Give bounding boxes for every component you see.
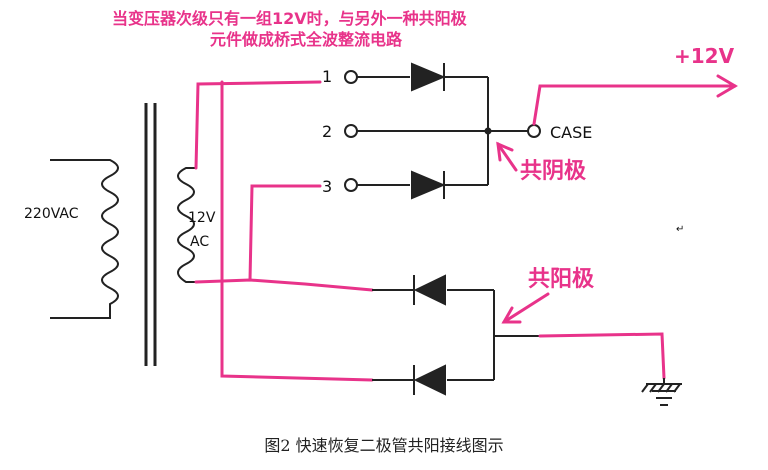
input-voltage-label: 220VAC [24, 206, 79, 222]
cursor-mark: ↵ [676, 224, 684, 235]
diode-3 [411, 170, 446, 200]
common-anode-label: 共阳极 [528, 267, 595, 292]
circuit-diagram: 当变压器次级只有一组12V时，与另外一种共阳极 元件做成桥式全波整流电路 220… [24, 9, 738, 406]
secondary-voltage-label: 12V [188, 210, 216, 226]
secondary-highlight-wires [194, 80, 374, 382]
junction-dot [484, 127, 492, 135]
case-terminal [527, 124, 541, 138]
figure-caption: 图2 快速恢复二极管共阳接线图示 [264, 436, 504, 455]
pin2-label: 2 [322, 122, 332, 141]
common-cathode-label: 共阴极 [520, 159, 587, 184]
ground-wire [538, 332, 666, 380]
common-cathode-arrow [496, 141, 518, 172]
common-anode-arrow [501, 292, 550, 324]
transformer-core [144, 103, 157, 366]
diode-1 [411, 62, 446, 92]
pin-terminals [344, 70, 358, 192]
ground-icon [641, 378, 682, 406]
diode-lower-top [413, 274, 446, 306]
case-label: CASE [550, 123, 592, 142]
secondary-type-label: AC [190, 234, 209, 250]
upper-wires [357, 76, 528, 186]
output-wire [532, 74, 738, 126]
secondary-coil [177, 167, 196, 283]
title-line1: 当变压器次级只有一组12V时，与另外一种共阳极 [112, 9, 468, 28]
pin3-label: 3 [322, 177, 332, 196]
pin1-label: 1 [322, 67, 332, 86]
diode-lower-bottom [413, 364, 446, 396]
primary-coil [50, 159, 119, 319]
output-voltage-label: +12V [674, 44, 735, 68]
lower-wires [372, 289, 540, 381]
title-line2: 元件做成桥式全波整流电路 [210, 30, 403, 49]
